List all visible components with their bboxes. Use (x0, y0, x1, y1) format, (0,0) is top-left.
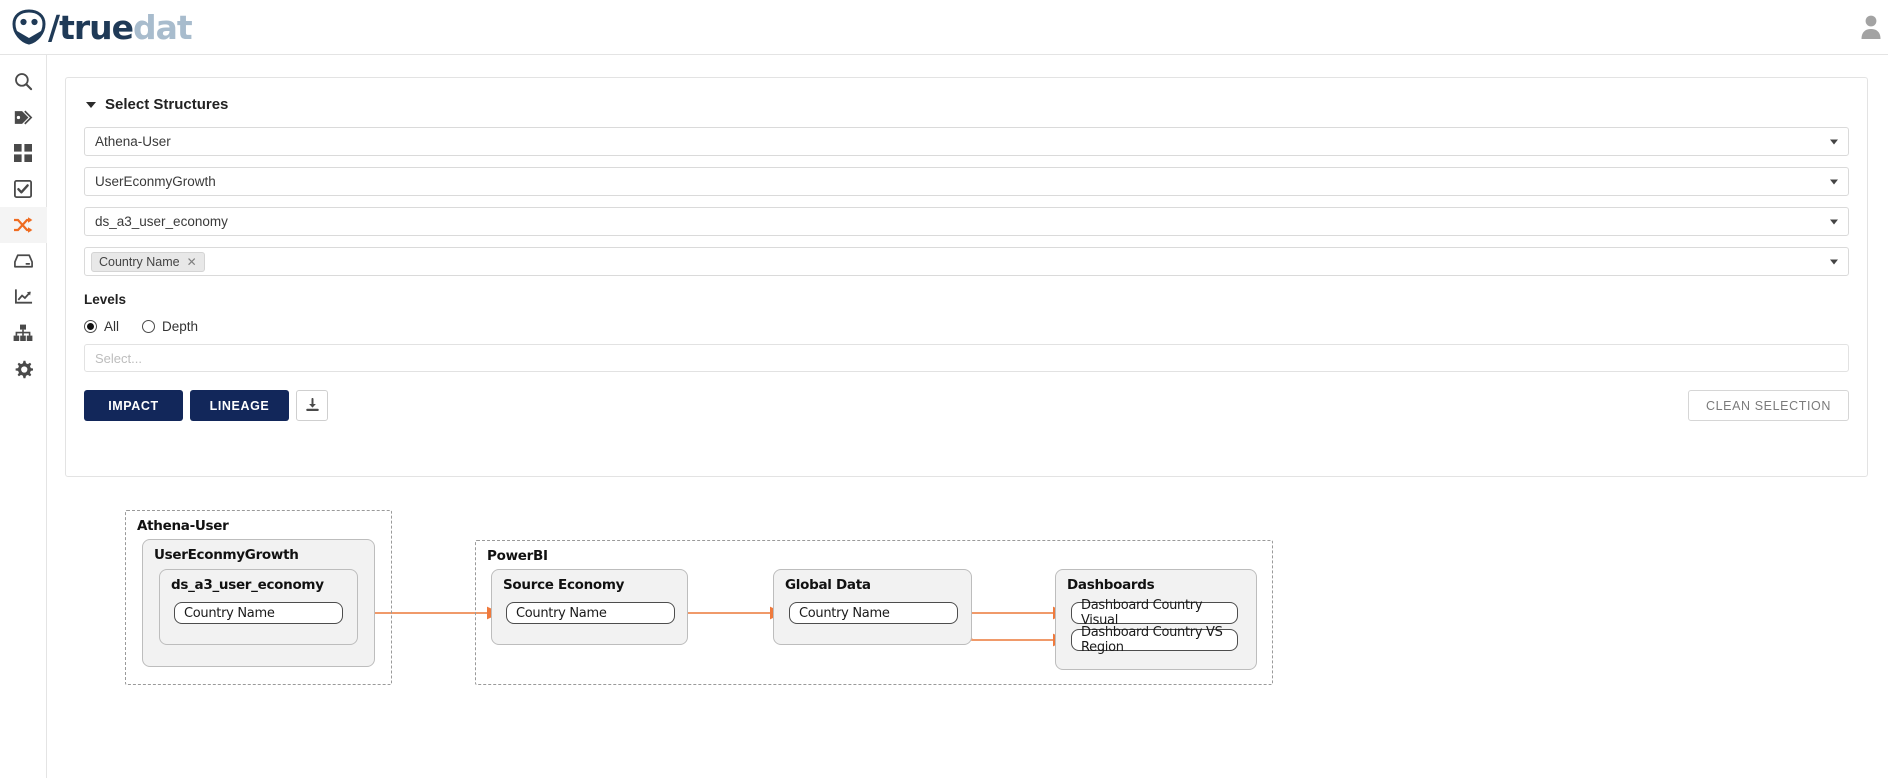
gear-icon (15, 360, 33, 378)
radio-all-label: All (104, 319, 120, 334)
depth-select-input[interactable]: Select... (84, 344, 1849, 372)
left-sidebar (0, 55, 47, 778)
logo-dat: dat (133, 7, 193, 47)
container-powerbi: PowerBI (475, 540, 1273, 685)
checkbox-icon (14, 180, 32, 198)
chevron-down-icon[interactable] (1830, 219, 1838, 224)
chevron-down-icon[interactable] (1830, 259, 1838, 264)
lineage-button[interactable]: LINEAGE (190, 390, 289, 421)
download-icon (305, 398, 319, 411)
action-buttons: IMPACT LINEAGE CLEAN SELECTION (84, 390, 1849, 421)
select-structures-panel: Select Structures Athena-User UserEconmy… (65, 77, 1868, 477)
structure-selects: Athena-User UserEconmyGrowth ds_a3_user_… (84, 127, 1849, 276)
select-structure[interactable]: ds_a3_user_economy (84, 207, 1849, 236)
clean-selection-button[interactable]: CLEAN SELECTION (1687, 390, 1849, 421)
container-athena-user: Athena-User (125, 510, 392, 685)
chevron-down-icon[interactable] (1830, 179, 1838, 184)
node-country-name-global[interactable]: Country Name (789, 602, 958, 624)
group-ds-a3-user-economy-label: ds_a3_user_economy (171, 577, 324, 593)
node-dashboard-vs-region[interactable]: Dashboard Country VS Region (1071, 625, 1238, 655)
sidebar-item-data-catalog[interactable] (0, 243, 47, 279)
sidebar-item-search[interactable] (0, 63, 47, 99)
radio-depth[interactable]: Depth (142, 319, 198, 334)
owl-logo-icon (12, 9, 46, 45)
container-athena-user-label: Athena-User (137, 518, 229, 534)
panel-title: Select Structures (105, 96, 229, 113)
node-country-name-source[interactable]: Country Name (174, 602, 343, 624)
field-tag-country-name[interactable]: Country Name ✕ (91, 251, 205, 272)
sidebar-item-domains[interactable] (0, 135, 47, 171)
node-country-name-powerbi[interactable]: Country Name (506, 602, 675, 624)
depth-placeholder: Select... (95, 350, 142, 366)
download-button[interactable] (296, 390, 328, 421)
levels-label: Levels (84, 292, 127, 307)
node-dashboard-visual[interactable]: Dashboard Country Visual (1071, 598, 1238, 628)
radio-depth-indicator[interactable] (142, 320, 156, 333)
sidebar-item-metrics[interactable] (0, 279, 47, 315)
sidebar-item-lineage[interactable] (0, 207, 47, 243)
select-fields[interactable]: Country Name ✕ (84, 247, 1849, 276)
radio-depth-label: Depth (162, 319, 199, 334)
chevron-down-icon[interactable] (86, 101, 96, 108)
lineage-diagram: Athena-User UserEconmyGrowth ds_a3_user_… (47, 495, 1888, 778)
group-user-economy-growth-label: UserEconmyGrowth (154, 547, 299, 563)
logo-slash: / (48, 7, 60, 47)
truedat-logo[interactable]: /truedat (12, 7, 193, 47)
select-system-value: Athena-User (95, 134, 171, 149)
app-header: /truedat (0, 0, 1888, 55)
header-actions (1860, 14, 1882, 40)
sidebar-item-quality[interactable] (0, 171, 47, 207)
close-icon[interactable]: ✕ (186, 254, 197, 269)
sidebar-item-settings[interactable] (0, 351, 47, 387)
field-tag-label: Country Name (99, 254, 180, 269)
search-icon (14, 72, 32, 90)
chevron-down-icon[interactable] (1830, 139, 1838, 144)
shuffle-icon (14, 217, 33, 233)
container-powerbi-label: PowerBI (487, 548, 548, 564)
group-global-data-label: Global Data (785, 577, 871, 593)
user-icon[interactable] (1860, 14, 1882, 40)
levels-radio-group: All Depth (84, 319, 1867, 334)
main-content: Select Structures Athena-User UserEconmy… (47, 55, 1888, 778)
grid-icon (14, 144, 32, 162)
select-group-value: UserEconmyGrowth (95, 174, 216, 189)
radio-all[interactable]: All (84, 319, 119, 334)
group-source-economy-label: Source Economy (503, 577, 625, 593)
sidebar-item-structures[interactable] (0, 315, 47, 351)
tags-icon (14, 110, 33, 124)
logo-true: true (59, 7, 134, 47)
impact-button[interactable]: IMPACT (84, 390, 183, 421)
hierarchy-icon (13, 324, 33, 341)
panel-header[interactable]: Select Structures (86, 96, 1867, 113)
radio-all-indicator[interactable] (84, 320, 97, 333)
select-group[interactable]: UserEconmyGrowth (84, 167, 1849, 196)
sidebar-item-tags[interactable] (0, 99, 47, 135)
database-icon (13, 254, 33, 268)
group-dashboards-label: Dashboards (1067, 577, 1155, 593)
select-structure-value: ds_a3_user_economy (95, 214, 228, 229)
chart-icon (14, 289, 32, 304)
select-system[interactable]: Athena-User (84, 127, 1849, 156)
